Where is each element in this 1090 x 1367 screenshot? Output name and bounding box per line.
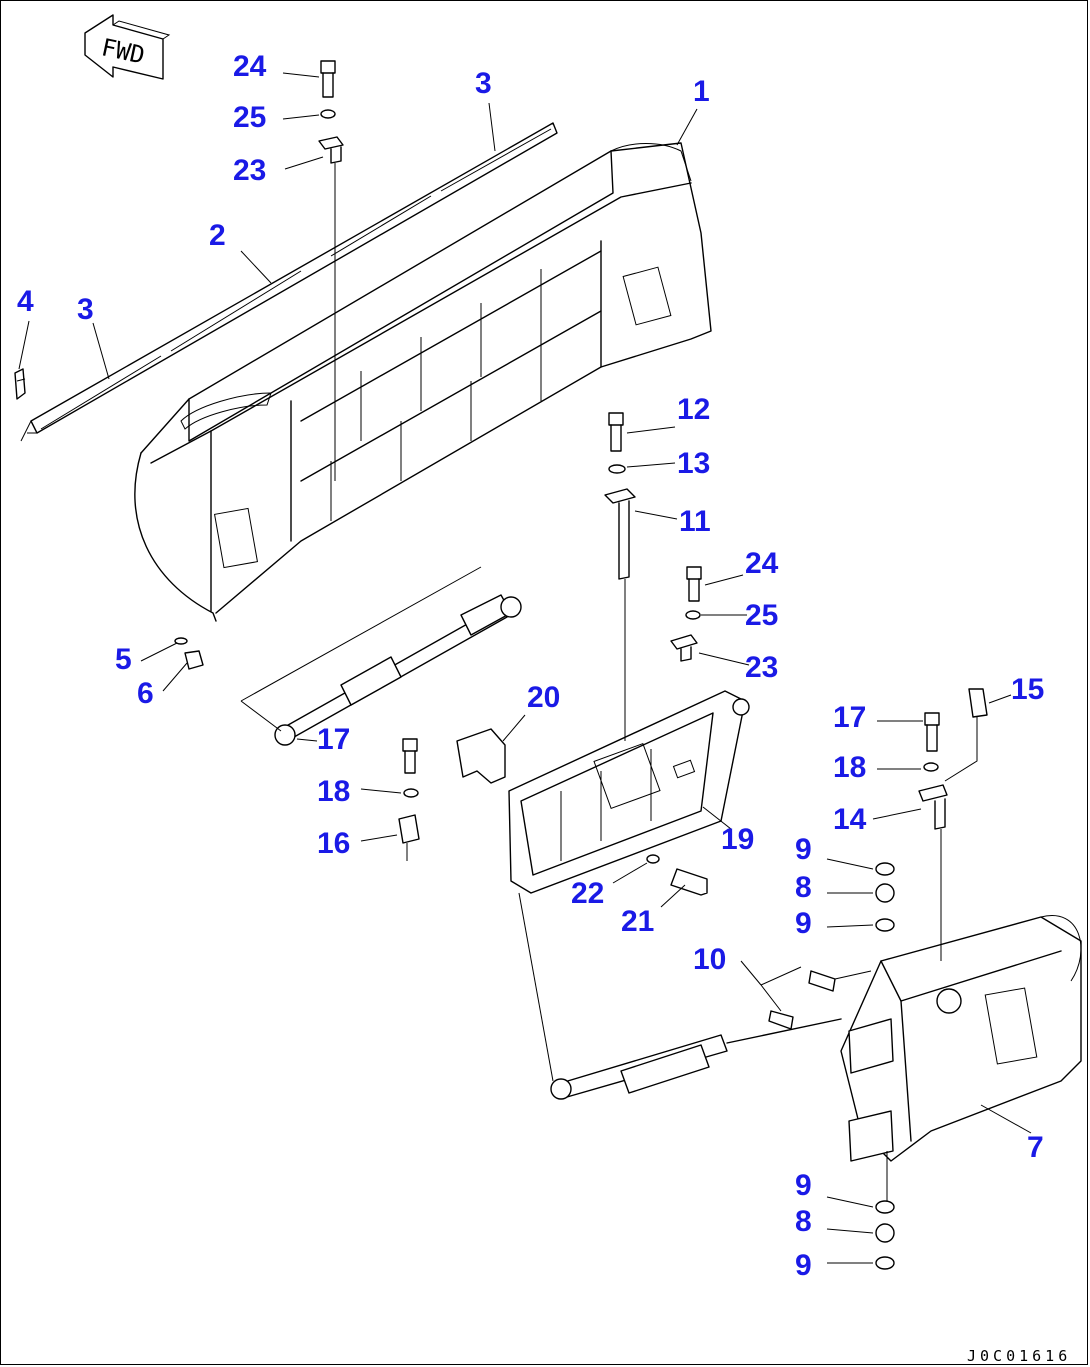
parts-5-6 bbox=[174, 637, 204, 670]
callout-18: 18 bbox=[317, 775, 350, 808]
cylinder-upper bbox=[240, 566, 522, 746]
callout-11: 11 bbox=[679, 505, 711, 538]
callout-16: 16 bbox=[317, 827, 350, 860]
callout-19: 19 bbox=[721, 823, 754, 856]
callout-22: 22 bbox=[571, 877, 604, 910]
callout-21: 21 bbox=[621, 905, 654, 938]
callout-9: 9 bbox=[795, 1249, 812, 1282]
bolt-stack-middle bbox=[604, 412, 636, 741]
callout-14: 14 bbox=[833, 803, 867, 836]
callout-3: 3 bbox=[475, 67, 492, 100]
callout-23: 23 bbox=[745, 651, 778, 684]
callout-20: 20 bbox=[527, 681, 560, 714]
drawing-code: J0C01616 bbox=[967, 1347, 1071, 1365]
bolt-stack-lower bbox=[670, 566, 702, 662]
callout-4: 4 bbox=[17, 285, 34, 318]
bracket-20 bbox=[456, 728, 506, 784]
callout-15: 15 bbox=[1011, 673, 1044, 706]
cutting-edges bbox=[20, 122, 558, 442]
callout-25: 25 bbox=[745, 599, 778, 632]
hose-fittings-10 bbox=[760, 966, 872, 1030]
callout-8: 8 bbox=[795, 871, 812, 904]
bolt-stack-upper bbox=[318, 60, 344, 481]
part-4-bracket bbox=[14, 368, 26, 400]
pin-stack-right bbox=[918, 688, 988, 961]
callout-18: 18 bbox=[833, 751, 866, 784]
leader-lines bbox=[18, 72, 1032, 1264]
washer-stack-upper bbox=[875, 862, 895, 932]
callout-8: 8 bbox=[795, 1205, 812, 1238]
frame-19 bbox=[508, 690, 750, 1082]
callout-12: 12 bbox=[677, 393, 710, 426]
callout-23: 23 bbox=[233, 154, 266, 187]
callout-6: 6 bbox=[137, 677, 154, 710]
pin-stack-left bbox=[398, 738, 420, 861]
washer-stack-lower bbox=[875, 1200, 895, 1270]
callout-10: 10 bbox=[693, 943, 726, 976]
fwd-text: FWD bbox=[99, 33, 147, 69]
callout-25: 25 bbox=[233, 101, 266, 134]
fwd-arrow-marker: FWD bbox=[84, 14, 171, 80]
callout-5: 5 bbox=[115, 643, 132, 676]
callout-9: 9 bbox=[795, 907, 812, 940]
parts-21-22 bbox=[646, 854, 708, 896]
frame-7 bbox=[840, 915, 1082, 1201]
blade-assembly bbox=[134, 142, 712, 622]
cylinder-lower bbox=[550, 1018, 842, 1100]
callout-3: 3 bbox=[77, 293, 94, 326]
callout-17: 17 bbox=[833, 701, 866, 734]
callout-13: 13 bbox=[677, 447, 710, 480]
callout-1: 1 bbox=[693, 75, 710, 108]
callout-17: 17 bbox=[317, 723, 350, 756]
callout-24: 24 bbox=[233, 50, 267, 83]
callout-7: 7 bbox=[1027, 1131, 1044, 1164]
callout-9: 9 bbox=[795, 1169, 812, 1202]
callout-2: 2 bbox=[209, 219, 226, 252]
callout-9: 9 bbox=[795, 833, 812, 866]
callout-24: 24 bbox=[745, 547, 779, 580]
